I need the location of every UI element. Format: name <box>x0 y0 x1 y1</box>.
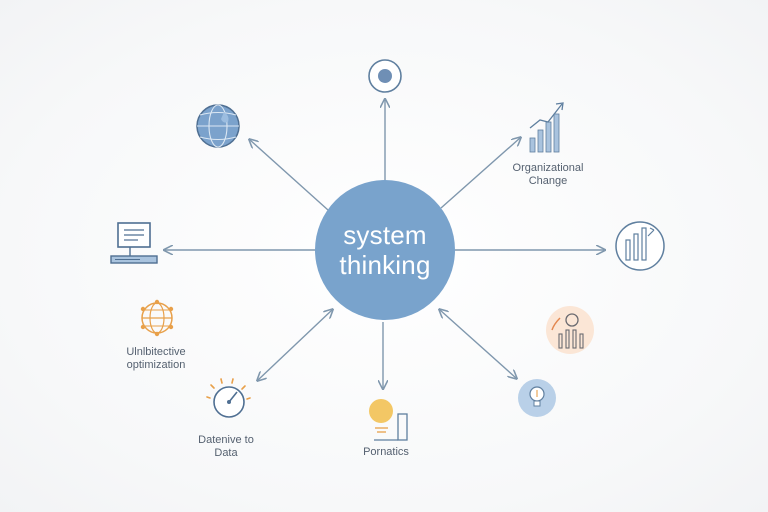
center-circle <box>315 180 455 320</box>
network-globe-icon <box>140 299 174 337</box>
label-data: Datenive to Data <box>198 434 254 460</box>
bar-chart-growth-icon <box>529 102 564 153</box>
arrow-bottom-right <box>440 310 516 378</box>
label-multiobjective-optimization: Ulnlbitective optimization <box>126 346 185 372</box>
arrows <box>165 100 604 388</box>
arrow-top-right <box>440 138 520 209</box>
label-organizational-change: Organizational Change <box>513 162 584 188</box>
computer-icon <box>110 222 158 264</box>
center-title-line-2: thinking <box>339 250 431 280</box>
label-line: Ulnlbitective <box>126 346 186 358</box>
globe-icon <box>196 104 240 148</box>
label-pornatics: Pornatics <box>363 446 409 459</box>
lightbulb-icon <box>518 379 556 417</box>
arrow-top-left <box>250 140 329 211</box>
center-title-line-1: system <box>343 220 427 250</box>
chart-box-icon <box>615 221 665 271</box>
target-icon <box>368 59 402 93</box>
person-chart-icon <box>546 306 594 354</box>
gauge-icon <box>206 378 251 418</box>
center-title: system thinking <box>339 220 430 280</box>
label-line: Change <box>528 175 568 187</box>
label-line: Datenive to <box>198 434 254 446</box>
label-line: Pornatics <box>363 446 409 458</box>
lightbulb-chart-icon <box>369 399 408 441</box>
arrow-bottom-left <box>258 310 332 380</box>
label-line: optimization <box>126 359 186 371</box>
label-line: Organizational <box>512 162 584 174</box>
label-line: Data <box>214 447 238 459</box>
